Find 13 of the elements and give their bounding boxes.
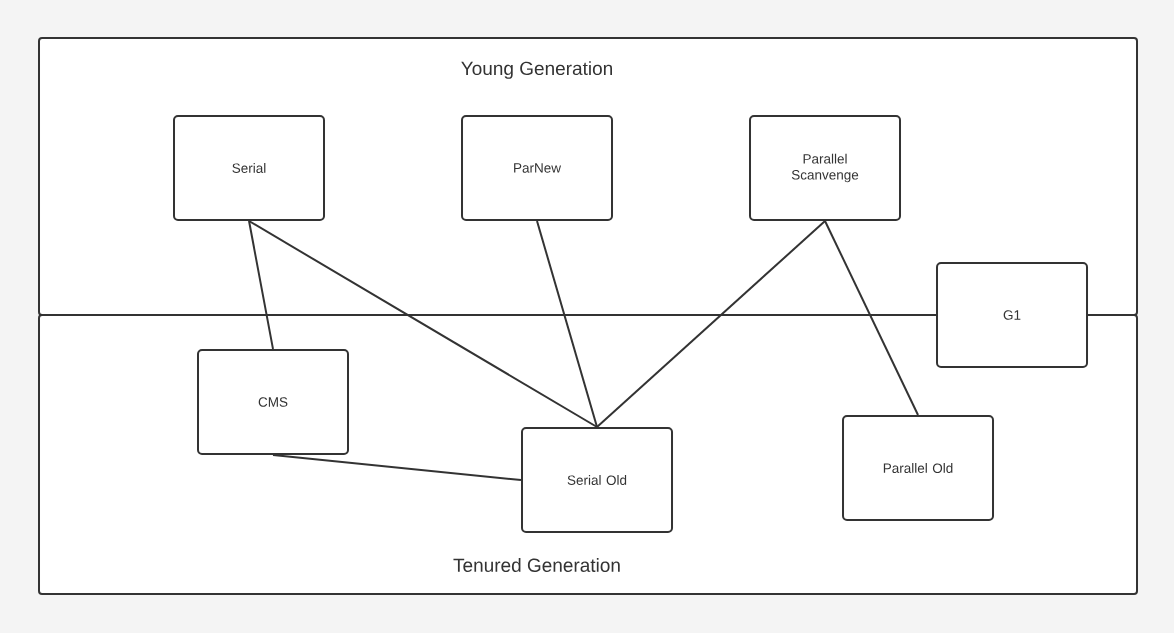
- collector-box: G1: [936, 262, 1088, 368]
- collector-box: CMS: [197, 349, 349, 455]
- connector-line: [824, 220, 919, 416]
- connector-line: [248, 220, 598, 428]
- connector-line: [536, 220, 598, 428]
- connector-line: [596, 220, 826, 428]
- collector-box: ParNew: [461, 115, 613, 221]
- collector-box: Parallel Scanvenge: [749, 115, 901, 221]
- connector-line: [248, 220, 274, 350]
- collector-box: Serial: [173, 115, 325, 221]
- collector-box: Serial Old: [521, 427, 673, 533]
- collector-box: Parallel Old: [842, 415, 994, 521]
- connector-line: [272, 454, 522, 481]
